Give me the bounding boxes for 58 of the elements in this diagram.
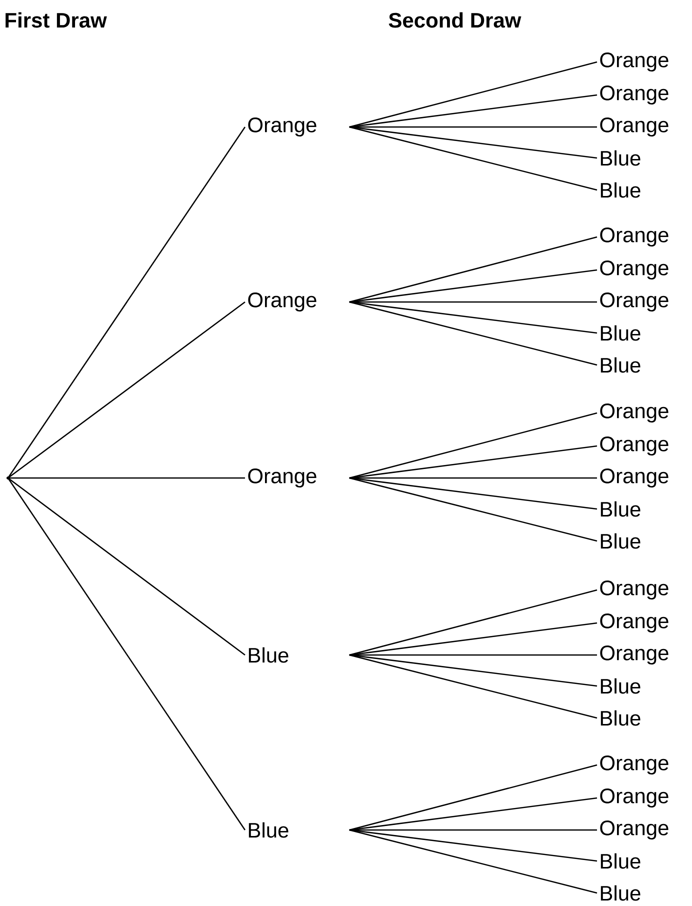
branch-line	[349, 126, 598, 191]
branch-line	[349, 797, 598, 831]
branch-line	[349, 477, 598, 542]
outcome-label: Blue	[600, 710, 640, 726]
branch-line	[349, 764, 598, 831]
branch-line	[349, 477, 598, 510]
outcome-label: Orange	[600, 820, 668, 840]
branch-line	[349, 301, 598, 334]
branch-line	[349, 301, 598, 366]
branch-line	[349, 126, 598, 159]
outcome-label: Orange	[600, 580, 668, 600]
branch-line	[8, 477, 245, 479]
branch-line	[7, 478, 246, 830]
branch-label: Blue	[248, 822, 288, 838]
outcome-label: Orange	[600, 292, 668, 312]
outcome-label: Blue	[600, 501, 640, 517]
outcome-label: Orange	[600, 260, 668, 280]
branch-label: Orange	[248, 118, 316, 137]
branch-label: Orange	[248, 292, 316, 312]
outcome-label: Orange	[600, 404, 668, 423]
outcome-label: Orange	[600, 646, 668, 665]
branch-line	[8, 301, 246, 479]
branch-label: Orange	[248, 468, 316, 488]
outcome-label: Orange	[600, 788, 668, 808]
outcome-label: Orange	[600, 756, 668, 775]
branch-line	[349, 94, 598, 128]
branch-line	[349, 829, 598, 862]
column-heading: Second Draw	[388, 12, 522, 28]
outcome-label: Orange	[600, 52, 668, 72]
branch-line	[349, 269, 598, 303]
branch-line	[349, 445, 598, 479]
outcome-label: Orange	[600, 436, 668, 456]
branch-line	[349, 654, 598, 687]
branch-line	[349, 829, 598, 894]
outcome-label: Orange	[600, 118, 668, 137]
branch-label: Blue	[248, 647, 288, 663]
branch-line	[349, 412, 598, 479]
branch-line	[7, 126, 246, 478]
outcome-label: Blue	[600, 357, 640, 373]
outcome-label: Orange	[600, 468, 668, 488]
outcome-label: Orange	[600, 614, 668, 633]
branch-line	[349, 622, 598, 656]
branch-line	[349, 61, 598, 128]
outcome-label: Blue	[600, 533, 640, 549]
outcome-label: Blue	[600, 325, 640, 341]
branch-line	[349, 654, 598, 719]
outcome-label: Orange	[600, 228, 668, 247]
branch-point	[6, 476, 10, 480]
column-heading: First Draw	[6, 12, 107, 28]
branch-line	[349, 236, 598, 303]
branch-line	[8, 477, 246, 656]
outcome-label: Blue	[600, 182, 640, 198]
outcome-label: Blue	[600, 853, 640, 869]
outcome-label: Blue	[600, 885, 640, 901]
outcome-label: Orange	[600, 86, 668, 105]
outcome-label: Blue	[600, 150, 640, 166]
outcome-label: Blue	[600, 678, 640, 694]
branch-line	[349, 589, 598, 656]
